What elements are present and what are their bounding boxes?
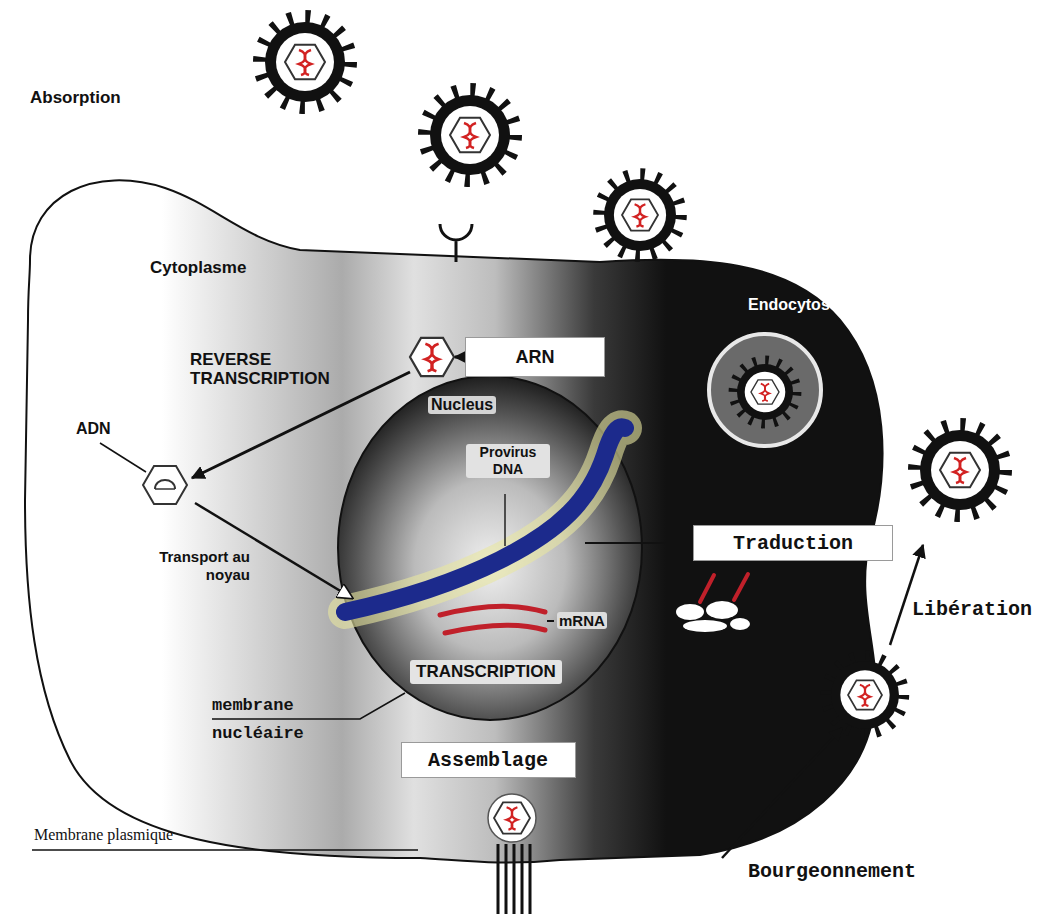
stage-label: TRANSCRIPTION bbox=[410, 660, 562, 684]
virion bbox=[915, 425, 1005, 515]
mrna-strand bbox=[445, 625, 545, 633]
structure-label: membrane nucléaire bbox=[212, 692, 312, 748]
arrow bbox=[722, 728, 842, 858]
structure-label: Membrane plasmique bbox=[34, 826, 173, 844]
stage-label: REVERSE TRANSCRIPTION bbox=[190, 350, 340, 388]
empty-capsid bbox=[143, 466, 187, 504]
molecule-label: mRNA bbox=[557, 612, 607, 629]
stage-label: Transport au noyau bbox=[158, 548, 250, 584]
stage-label: Endocytose bbox=[748, 296, 839, 314]
stage-label: Absorption bbox=[30, 88, 121, 108]
stage-label: Libération bbox=[912, 598, 1032, 621]
ribosomes bbox=[676, 574, 750, 632]
capsid bbox=[494, 802, 530, 833]
virion bbox=[734, 361, 797, 424]
region-label: Nucleus bbox=[428, 396, 496, 414]
step-text: ARN bbox=[516, 347, 555, 368]
leader-line bbox=[32, 849, 418, 851]
leader-line bbox=[504, 494, 506, 546]
nucleus bbox=[338, 376, 642, 720]
assembled-particle bbox=[488, 794, 536, 842]
stage-label: Bourgeonnement bbox=[748, 860, 916, 883]
leader-line bbox=[547, 620, 554, 622]
capsid bbox=[410, 338, 454, 376]
receptor bbox=[440, 224, 472, 262]
step-text: Assemblage bbox=[428, 749, 548, 772]
membrane-proteins bbox=[498, 844, 530, 914]
cell-outline bbox=[25, 180, 882, 862]
molecule-label: Provirus DNA bbox=[466, 444, 550, 478]
provirus-halo bbox=[345, 427, 625, 612]
arrow bbox=[890, 545, 923, 645]
region-label: Cytoplasme bbox=[150, 258, 246, 278]
virion bbox=[260, 17, 350, 107]
leader-line bbox=[585, 542, 693, 544]
step-text: Traduction bbox=[733, 532, 853, 555]
mrna-strand bbox=[440, 606, 545, 615]
step-box: Traduction bbox=[693, 525, 893, 561]
step-box: ARN bbox=[465, 337, 605, 377]
virion bbox=[425, 90, 515, 180]
molecule-label: ADN bbox=[76, 420, 111, 438]
endocytic-vesicle bbox=[709, 334, 821, 446]
step-box: Assemblage bbox=[401, 742, 576, 778]
virion bbox=[600, 175, 681, 256]
leader-line bbox=[100, 443, 146, 472]
virion bbox=[827, 657, 904, 734]
provirus-dna bbox=[345, 427, 625, 612]
